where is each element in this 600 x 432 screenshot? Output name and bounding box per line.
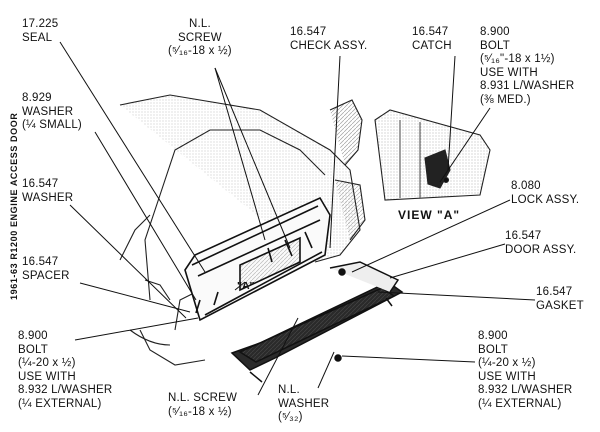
label-nl-screw-bottom: N.L. SCREW(⁵⁄₁₆-18 x ½) <box>168 392 238 418</box>
door-frame <box>184 196 331 322</box>
view-a-inset <box>374 109 491 201</box>
view-a-label: VIEW "A" <box>398 208 461 222</box>
leader-lines <box>59 41 536 396</box>
side-title: 1961-63 R1200 ENGINE ACCESS DOOR <box>9 112 19 300</box>
callout-a: "A" <box>237 280 255 292</box>
label-nl-screw-top: N.L.SCREW(⁵⁄₁₆-18 x ½) <box>168 18 232 57</box>
label-nl-washer: N.L.WASHER(⁵⁄₃₂) <box>278 384 330 423</box>
door-assembly <box>230 261 404 383</box>
